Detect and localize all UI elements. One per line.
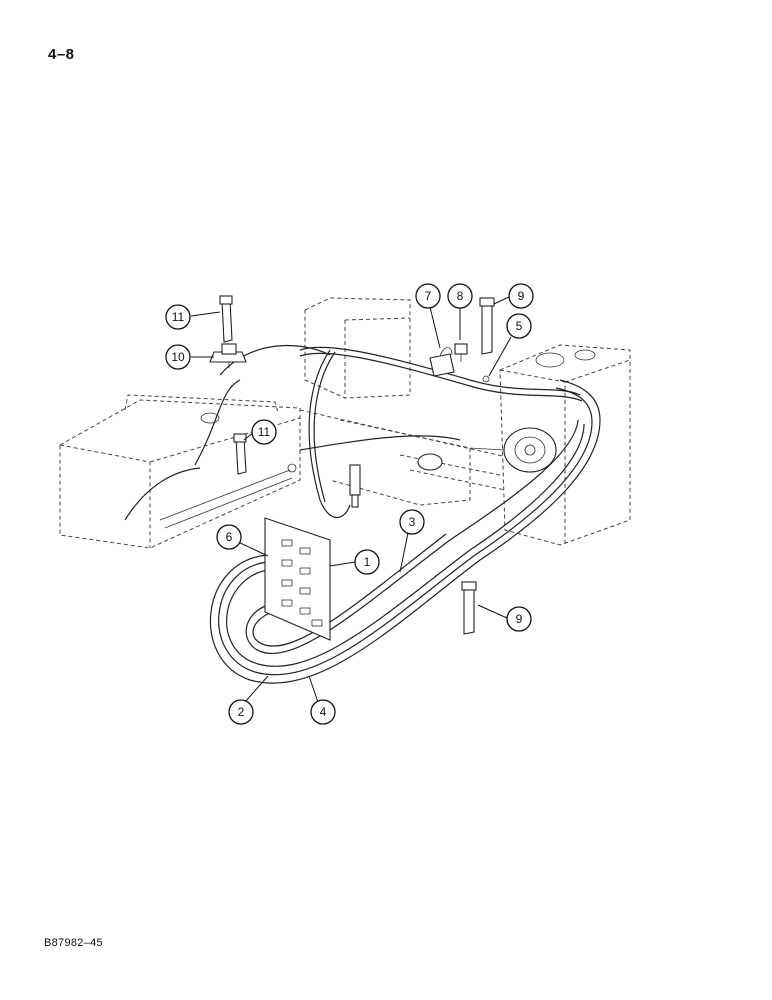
callout-11-lower-label: 11 (258, 425, 271, 439)
page-number: 4–8 (48, 46, 75, 63)
fuse-relay-panel (264, 517, 331, 641)
main-harness-cables (124, 344, 583, 521)
callout-1: 1 (354, 549, 380, 575)
strap-9-upper (479, 297, 495, 355)
figure-code: B87982–45 (44, 937, 103, 949)
callout-6-label: 6 (226, 530, 233, 544)
callout-5: 5 (506, 313, 532, 339)
callout-4: 4 (310, 699, 336, 725)
callout-9-lower: 9 (506, 606, 532, 632)
strap-9-lower (461, 581, 477, 635)
cable-tie-11-upper (219, 295, 233, 343)
callout-11-upper: 11 (165, 304, 191, 330)
callout-7-label: 7 (425, 289, 432, 303)
callout-5-label: 5 (516, 319, 523, 333)
long-cables-2-3-4 (209, 379, 601, 684)
callout-6: 6 (216, 524, 242, 550)
callout-9-lower-label: 9 (516, 612, 523, 626)
callout-2-label: 2 (238, 705, 245, 719)
callout-10-label: 10 (171, 350, 185, 364)
terminal-5 (482, 375, 490, 383)
chassis-frame (299, 409, 521, 506)
clamp-10 (209, 343, 247, 368)
callout-8-label: 8 (457, 289, 464, 303)
callout-3-label: 3 (409, 515, 416, 529)
callout-9-upper: 9 (508, 283, 534, 309)
clip-7 (429, 347, 455, 377)
callout-3: 3 (399, 509, 425, 535)
left-battery-box (59, 394, 301, 549)
callout-8: 8 (447, 283, 473, 309)
center-rear-box (304, 297, 411, 399)
callout-11-lower: 11 (251, 419, 277, 445)
leader-lines (190, 296, 512, 703)
callout-7: 7 (415, 283, 441, 309)
callout-11-upper-label: 11 (172, 310, 185, 324)
callout-1-label: 1 (364, 555, 371, 569)
callout-9-upper-label: 9 (518, 289, 525, 303)
center-connector (287, 463, 361, 508)
callout-4-label: 4 (320, 705, 327, 719)
callout-10: 10 (165, 344, 191, 370)
alternator (417, 427, 557, 473)
cable-tie-11-lower (233, 433, 247, 475)
callout-2: 2 (228, 699, 254, 725)
fastener-8 (454, 343, 468, 362)
